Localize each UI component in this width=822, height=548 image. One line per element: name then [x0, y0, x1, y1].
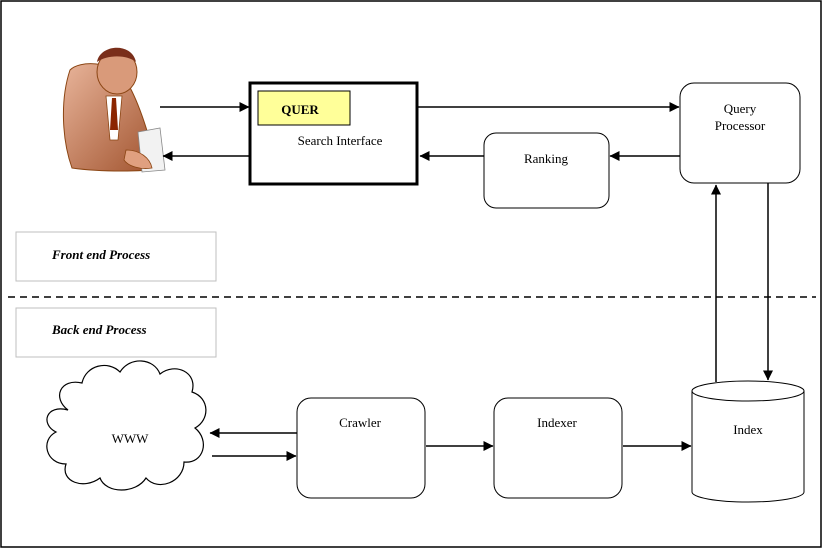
www-label: WWW [112, 431, 150, 446]
front-end-label: Front end Process [51, 247, 150, 262]
index-label: Index [733, 422, 763, 437]
crawler-box [296, 397, 426, 499]
ranking-box [483, 132, 610, 209]
indexer-box [493, 397, 623, 499]
www-cloud [46, 360, 207, 491]
query-processor-box [679, 82, 801, 184]
query-label-box [257, 90, 351, 126]
query-processor-label-line2: Processor [715, 118, 766, 133]
user-at-computer-icon [62, 47, 166, 173]
front-end-label-box [15, 231, 217, 282]
query-processor-label-line1: Query [724, 101, 757, 116]
indexer-label: Indexer [537, 415, 577, 430]
index-cylinder [691, 380, 805, 503]
search-interface-label: Search Interface [298, 133, 383, 148]
ranking-label: Ranking [524, 151, 569, 166]
back-end-label: Back end Process [51, 322, 147, 337]
crawler-label: Crawler [339, 415, 382, 430]
back-end-label-box [15, 307, 217, 358]
query-label: QUER [281, 102, 319, 117]
